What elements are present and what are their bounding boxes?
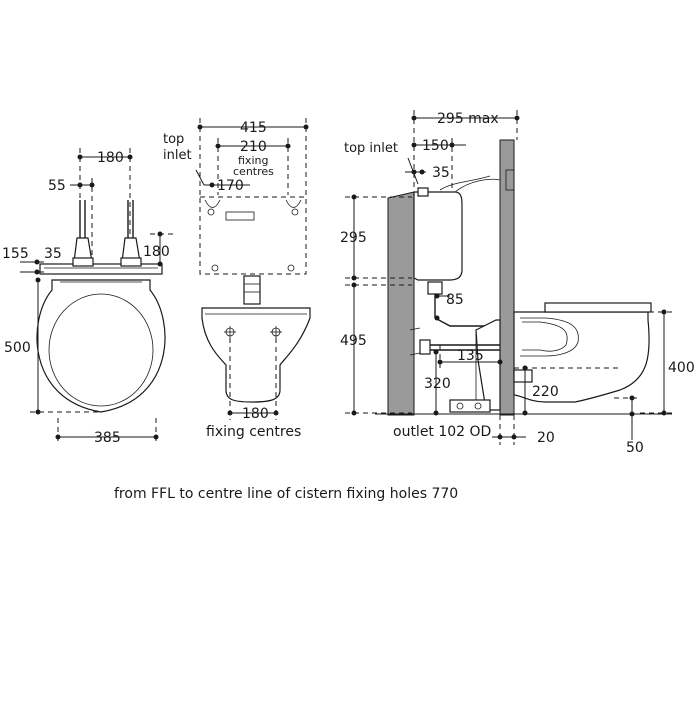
top-inlet-mid-1: top xyxy=(163,132,184,147)
dim-295: 295 xyxy=(340,230,367,246)
dim-35-right: 35 xyxy=(432,165,450,181)
dim-150: 150 xyxy=(422,138,449,154)
dim-20: 20 xyxy=(537,430,555,446)
top-inlet-mid-2: inlet xyxy=(163,148,192,163)
dim-85: 85 xyxy=(446,292,464,308)
dim-55: 55 xyxy=(48,178,66,194)
dim-385: 385 xyxy=(94,430,121,446)
fixing-label-2: centres xyxy=(233,165,274,178)
dim-320: 320 xyxy=(424,376,451,392)
dim-180-mid: 180 xyxy=(242,406,269,422)
dim-180-left-right: 180 xyxy=(143,244,170,260)
dim-220: 220 xyxy=(532,384,559,400)
dim-135: 135 xyxy=(457,348,484,364)
dim-295-max: 295 max xyxy=(437,111,499,127)
footnote: from FFL to centre line of cistern fixin… xyxy=(114,486,458,502)
dim-400: 400 xyxy=(668,360,695,376)
dim-415: 415 xyxy=(240,120,267,136)
top-inlet-right: top inlet xyxy=(344,141,398,156)
fixing-centres-label: fixing centres xyxy=(206,424,301,440)
dim-210: 210 xyxy=(240,139,267,155)
middle-front-view: top inlet 415 210 fixing centres 170 xyxy=(163,118,311,440)
outlet-label: outlet 102 OD xyxy=(393,424,491,440)
dim-155: 155 xyxy=(2,246,29,262)
dim-35-left: 35 xyxy=(44,246,62,262)
dim-500: 500 xyxy=(4,340,31,356)
fixing-label-1: fixing xyxy=(238,154,268,167)
dim-50: 50 xyxy=(626,440,644,456)
dim-495: 495 xyxy=(340,333,367,349)
right-side-view: 295 max top inlet 150 35 295 xyxy=(340,110,695,456)
left-top-view: 180 55 155 35 180 xyxy=(2,148,175,446)
dim-170: 170 xyxy=(217,178,244,194)
dim-180-left-top: 180 xyxy=(97,150,124,166)
